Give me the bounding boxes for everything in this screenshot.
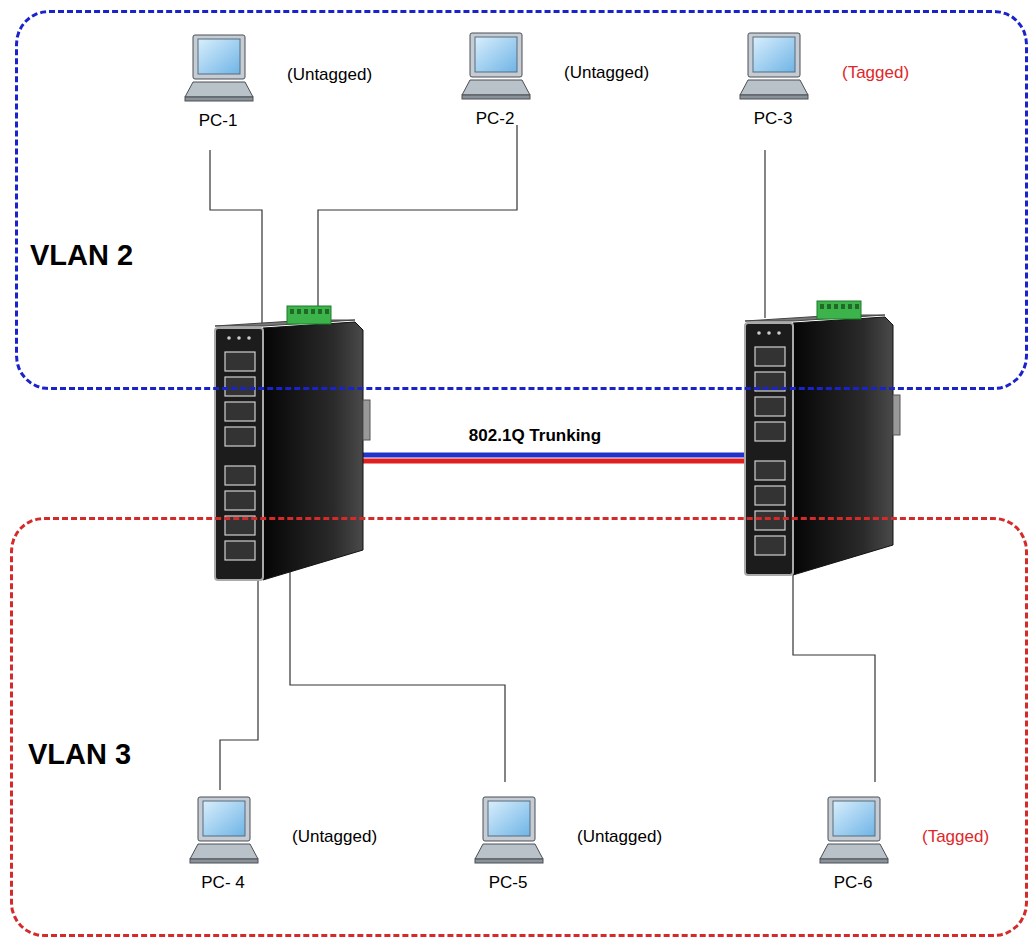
switch-device bbox=[215, 306, 370, 580]
vlan-tag: (Untagged) bbox=[287, 65, 372, 85]
vlan-tag: (Tagged) bbox=[842, 63, 909, 83]
pc-name: PC-3 bbox=[754, 109, 793, 129]
vlan-tag: (Untagged) bbox=[292, 827, 377, 847]
trunk-line bbox=[363, 459, 750, 464]
pc-icon bbox=[816, 795, 891, 867]
trunk-line bbox=[363, 453, 750, 458]
pc-node: PC-3 (Tagged) bbox=[736, 31, 912, 131]
network-cable bbox=[210, 150, 262, 326]
vlan-region: VLAN 3 PC- 4 (Untagged) PC-5 (Untagged) PC-6 (… bbox=[10, 517, 1028, 937]
network-cable bbox=[764, 150, 765, 318]
pc-node: PC-5 (Untagged) bbox=[471, 795, 665, 895]
pc-name: PC-1 bbox=[199, 111, 238, 131]
vlan-tag: (Tagged) bbox=[922, 827, 989, 847]
pc-icon bbox=[181, 33, 256, 105]
pc-node: PC- 4 (Untagged) bbox=[186, 795, 380, 895]
pc-icon bbox=[471, 795, 546, 867]
vlan-region: VLAN 2 PC-1 (Untagged) PC-2 (Untagged) PC-3 (T… bbox=[15, 10, 1028, 390]
network-cable bbox=[793, 572, 875, 782]
network-cable bbox=[290, 570, 505, 782]
pc-icon bbox=[736, 31, 811, 103]
pc-node: PC-6 (Tagged) bbox=[816, 795, 992, 895]
vlan-tag: (Untagged) bbox=[577, 827, 662, 847]
network-cable bbox=[220, 578, 258, 790]
pc-node: PC-2 (Untagged) bbox=[458, 31, 652, 131]
pc-name: PC-6 bbox=[834, 873, 873, 893]
vlan-tag: (Untagged) bbox=[564, 63, 649, 83]
network-cable bbox=[318, 125, 517, 320]
pc-icon bbox=[186, 795, 261, 867]
vlan-label: VLAN 2 bbox=[30, 239, 133, 272]
vlan-label: VLAN 3 bbox=[28, 738, 131, 771]
switch-device bbox=[745, 301, 900, 575]
pc-name: PC-2 bbox=[476, 109, 515, 129]
pc-node: PC-1 (Untagged) bbox=[181, 33, 375, 133]
pc-icon bbox=[458, 31, 533, 103]
trunk-label: 802.1Q Trunking bbox=[469, 426, 601, 446]
pc-name: PC- 4 bbox=[201, 873, 244, 893]
pc-name: PC-5 bbox=[489, 873, 528, 893]
